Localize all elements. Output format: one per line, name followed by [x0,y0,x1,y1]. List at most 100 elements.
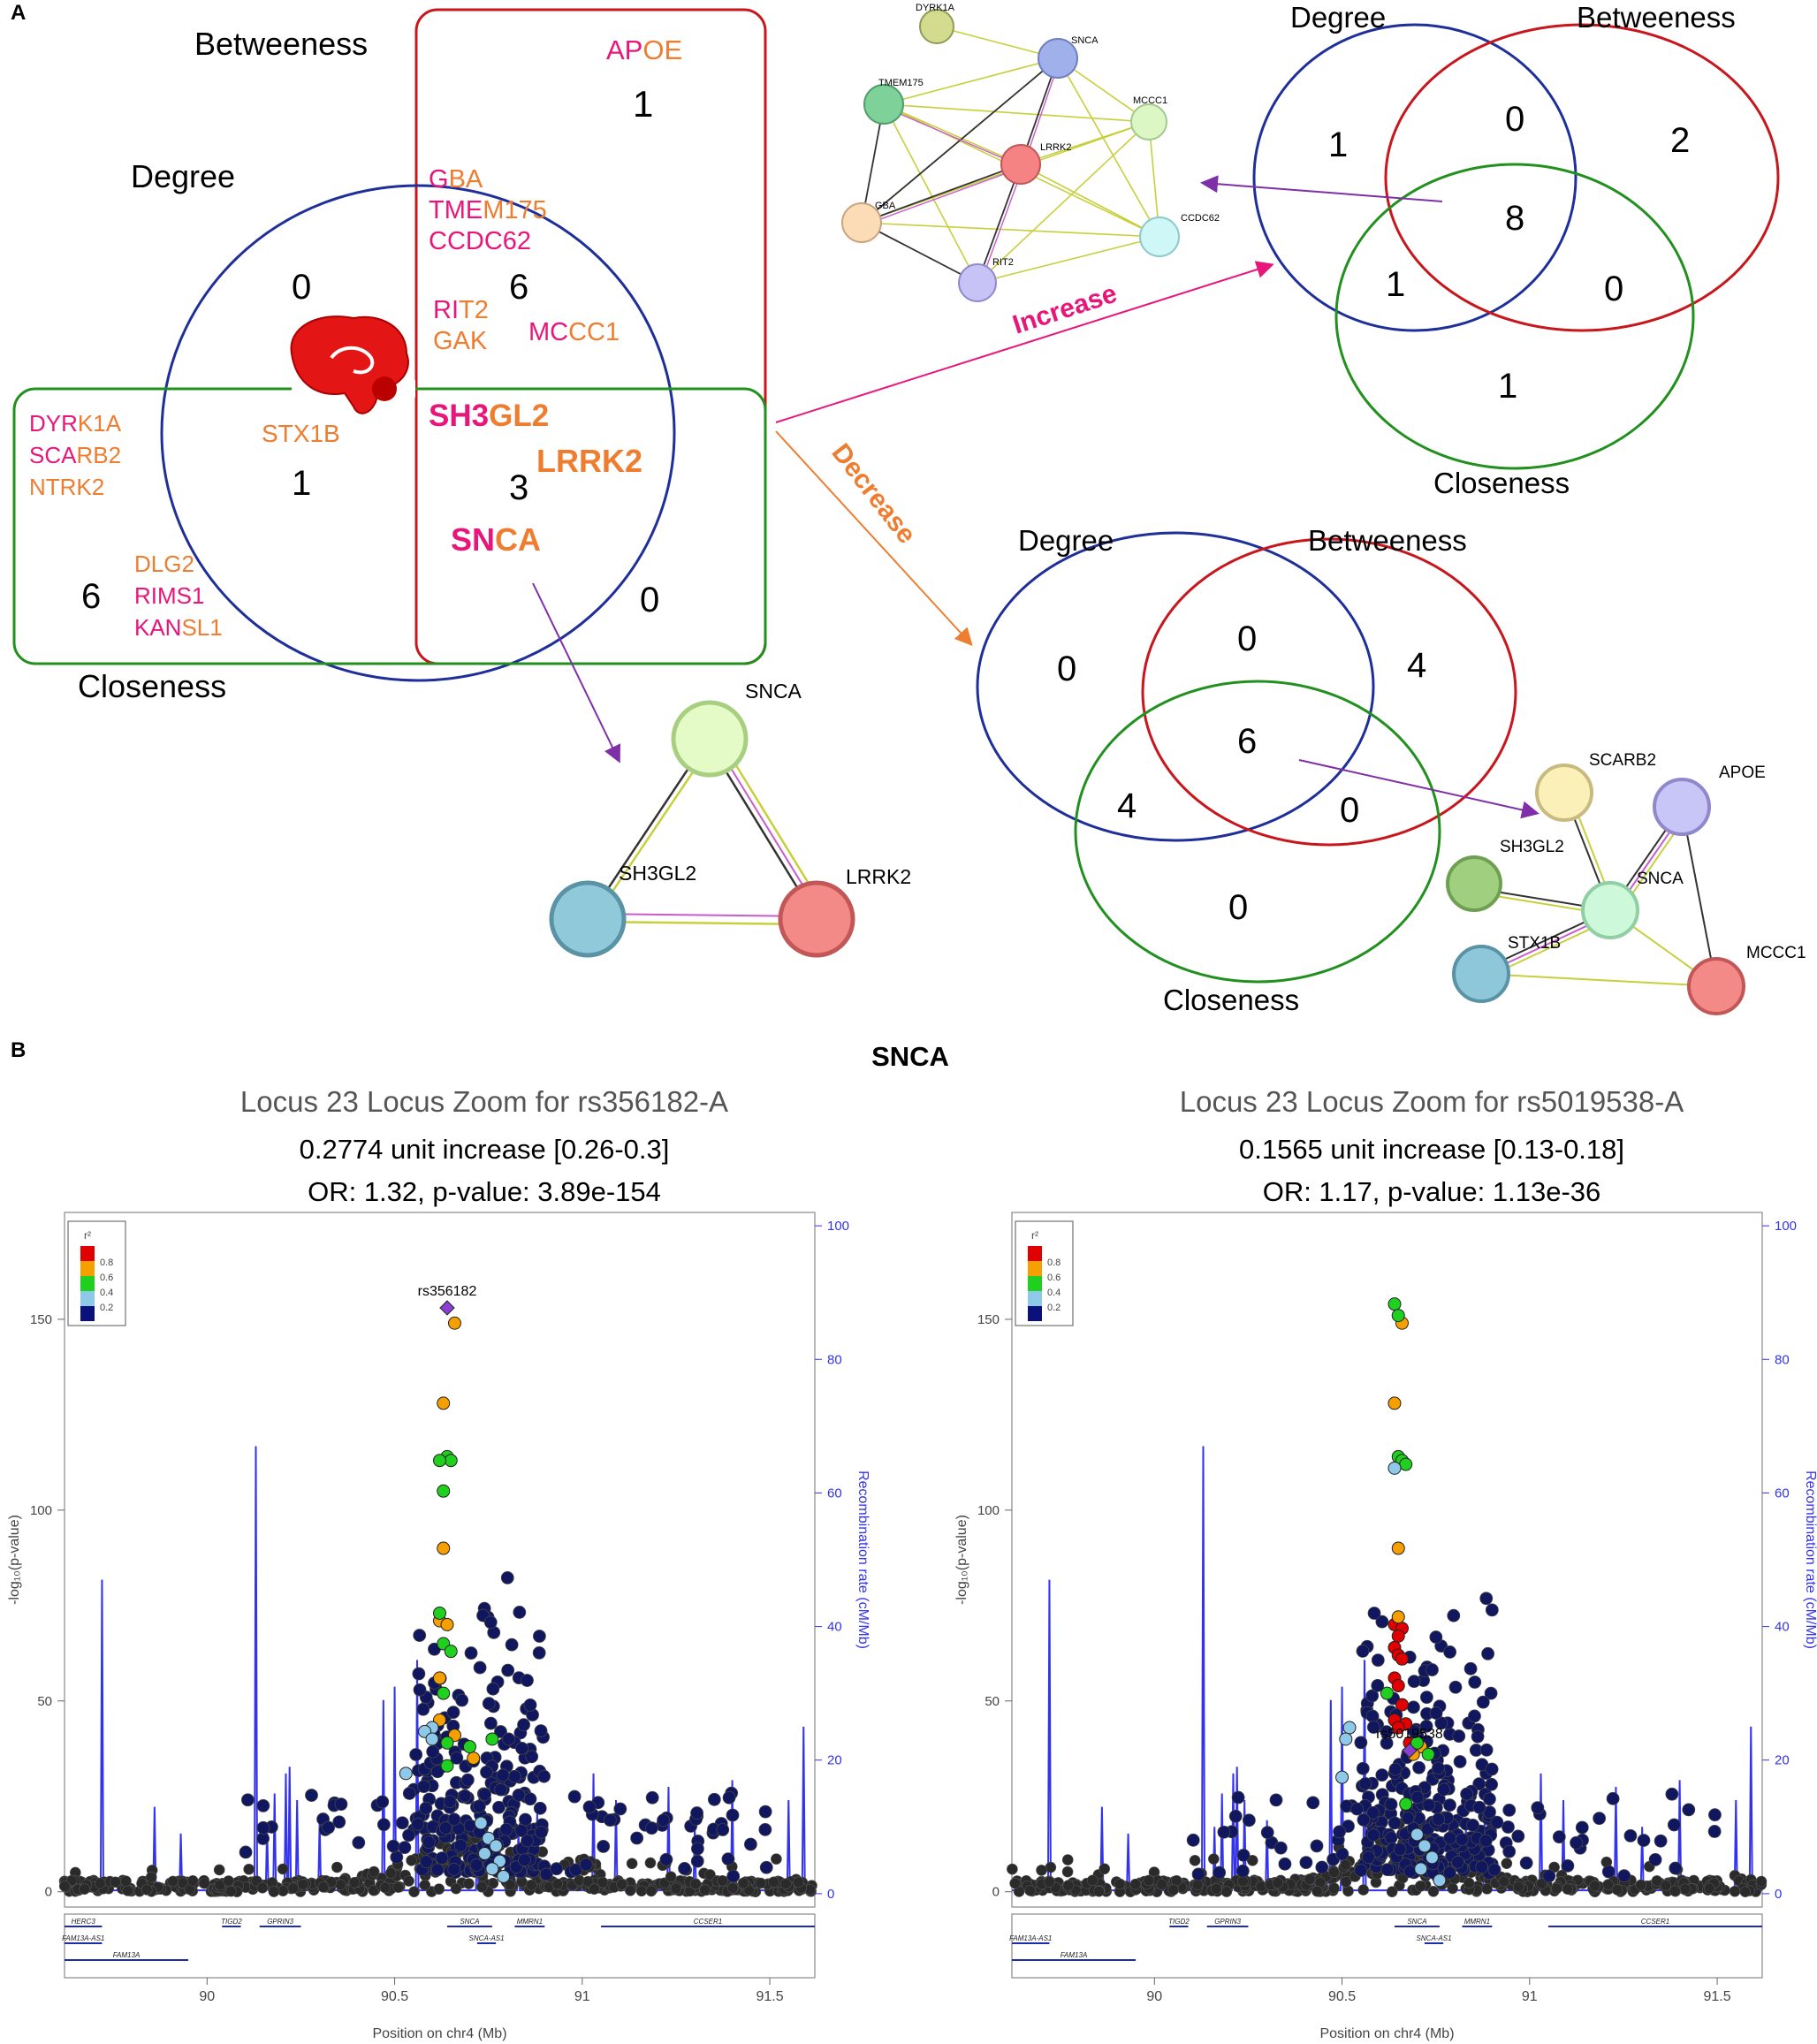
snp-point [626,1858,638,1870]
snp-point [1475,1860,1488,1874]
venn-decrease: Degree Betweeness Closeness 0 0 4 6 4 0 … [976,524,1517,1016]
snp-point [416,1702,430,1716]
snp-point [699,1884,711,1896]
gene-part: NTRK2 [29,474,104,500]
gene-part: CCDC62 [429,227,531,255]
snp-point [419,1801,433,1815]
legend-frame [67,1220,126,1326]
snp-point [1755,1875,1768,1888]
snp-point [1375,1615,1389,1629]
snp-point [1220,1886,1233,1897]
gene-name: SNCA [1407,1918,1426,1926]
snp-point [743,1837,757,1851]
legend-frame [1015,1220,1074,1326]
snp-point [1391,1721,1405,1735]
brain-icon [290,315,409,414]
snp-point [597,1876,609,1888]
increase-count-c: 1 [1498,367,1517,406]
snp-point [1380,1863,1395,1876]
node-label-snca: SNCA [1637,870,1684,888]
snp-point [1422,1798,1436,1812]
snp-point [1452,1729,1466,1743]
node-dyrk1a [919,9,954,44]
locuszoom-plot-1: Locus 23 Locus Zoom for rs356182-A0.2774… [7,1085,870,2041]
snp-point [1356,1761,1370,1775]
snp-point [1739,1886,1752,1897]
snp-point [722,1790,736,1805]
snp-point [450,1882,462,1895]
gene-part: OE [642,34,682,65]
gene-part: DLG2 [134,551,194,577]
gene-name: FAM13A-AS1 [62,1934,104,1942]
snp-point [141,1884,153,1896]
node-label-stx1b: STX1B [1508,934,1561,953]
snp-point [417,1780,430,1793]
snp-point [398,1841,412,1855]
snp-point [332,1815,346,1829]
snp-point [430,1765,445,1779]
decrease-count-bc: 0 [1340,791,1359,830]
snp-point [1485,1603,1499,1617]
gene-part: SN [451,521,495,558]
snp-point [1682,1803,1696,1817]
snp-point [532,1645,546,1660]
count-all: 3 [509,468,528,507]
snp-point [297,1879,309,1890]
gene-lrrk2: LRRK2 [536,443,642,479]
y2-axis-label: Recombination rate (cM/Mb) [1803,1470,1817,1649]
snp-point [1210,1882,1222,1895]
node-label-mccc1: MCCC1 [1133,95,1167,106]
snp-point [512,1788,526,1802]
gene-part: AP [606,34,642,65]
snp-point [1086,1874,1099,1887]
snp-point [1536,1878,1547,1889]
snp-point [514,1824,528,1837]
snp-point [1637,1834,1651,1847]
snp-point [437,1686,451,1700]
snp-point [446,1706,460,1720]
plot-frame [1011,1212,1763,1908]
snp-point [433,1454,446,1468]
increase-count-dc: 1 [1386,265,1405,304]
snp-point [1542,1869,1556,1883]
snp-point [678,1862,692,1875]
snp-point [1242,1813,1256,1827]
snp-point [1466,1818,1479,1832]
snp-point [1328,1882,1340,1894]
gene-part: SCA [29,442,77,468]
snp-point [122,1885,133,1896]
gene-name: HERC3 [72,1918,96,1926]
snp-point [1468,1675,1482,1689]
snp-background [1007,1592,1768,1897]
snp-point [1380,1725,1394,1739]
snp-point [1304,1873,1316,1885]
snp-point [1425,1663,1439,1676]
gene-sh3gl2: SH3GL2 [429,399,549,433]
snp-point [1356,1645,1370,1658]
snp-point [1679,1883,1692,1895]
snp-point [1129,1878,1142,1890]
legend-tick-label: 0.6 [100,1273,113,1283]
snp-point [1443,1865,1456,1880]
y2-axis-label: Recombination rate (cM/Mb) [855,1470,870,1649]
snp-point [443,1795,457,1809]
snp-point [521,1674,534,1687]
increase-closeness-label: Closeness [1433,467,1570,499]
snp-point [1468,1709,1481,1723]
snp-point [120,1875,132,1888]
locuszoom-plot-2: Locus 23 Locus Zoom for rs5019538-A0.156… [954,1085,1817,2041]
gene-part: GL2 [489,399,549,433]
snp-point [1490,1815,1504,1829]
legend-swatch [1028,1261,1042,1276]
snp-point [1310,1839,1324,1853]
snp-point [223,1875,234,1887]
gene-scarb2: SCARB2 [29,442,121,468]
gene-name: GPRIN3 [267,1918,293,1926]
snp-point [426,1744,440,1759]
snp-point [444,1454,458,1468]
snp-point [483,1615,498,1630]
snp-point [1278,1857,1292,1871]
snp-point [1471,1729,1485,1744]
snp-point [1483,1792,1496,1806]
snp-point [413,1629,427,1642]
